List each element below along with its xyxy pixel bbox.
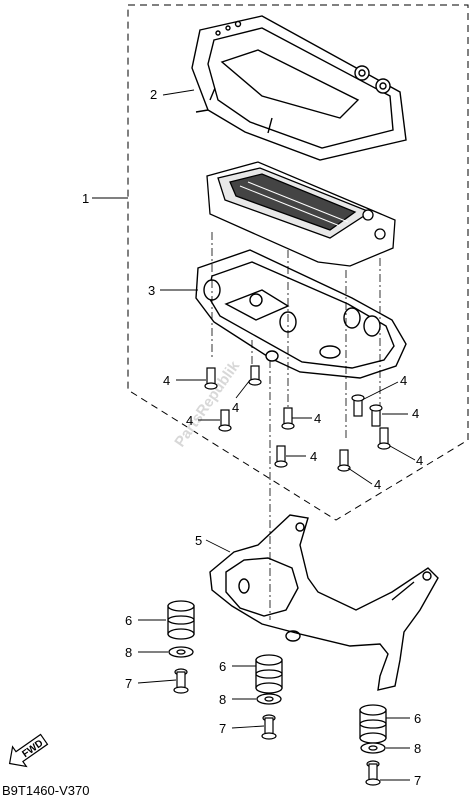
bolts-7[interactable] (173, 668, 381, 786)
screw (337, 449, 351, 472)
callout-3: 3 (148, 283, 155, 298)
callout-6: 6 (414, 711, 421, 726)
bolt (173, 668, 189, 694)
washers-8[interactable] (168, 646, 386, 754)
screw (274, 445, 288, 468)
screw (204, 367, 218, 390)
screw (351, 394, 365, 417)
callout-4: 4 (232, 400, 239, 415)
washer (168, 646, 194, 658)
washer (360, 742, 386, 754)
callout-8: 8 (125, 645, 132, 660)
bolt (261, 714, 277, 740)
callout-6: 6 (219, 659, 226, 674)
callout-7: 7 (219, 721, 226, 736)
meter-case[interactable] (195, 249, 407, 379)
leader-lines (92, 89, 416, 781)
meter-bracket[interactable] (209, 514, 439, 691)
callout-4: 4 (310, 449, 317, 464)
fwd-arrow-icon: FWD (8, 733, 49, 768)
bolt (365, 760, 381, 786)
screw (377, 427, 391, 450)
callout-1: 1 (82, 191, 89, 206)
callout-4: 4 (186, 413, 193, 428)
grommet (167, 600, 195, 640)
washer (256, 693, 282, 705)
callout-labels: 1 2 3 4 4 4 4 4 4 4 4 4 5 6 6 6 7 7 7 8 … (82, 87, 423, 788)
meter-unit[interactable] (206, 161, 396, 267)
screw (218, 409, 232, 432)
screw (281, 407, 295, 430)
callout-5: 5 (195, 533, 202, 548)
grommets-6[interactable] (167, 600, 387, 744)
callout-6: 6 (125, 613, 132, 628)
callout-4: 4 (314, 411, 321, 426)
callout-4: 4 (374, 477, 381, 492)
meter-cover[interactable] (191, 15, 407, 161)
callout-7: 7 (414, 773, 421, 788)
drawing-code: B9T1460-V370 (2, 783, 89, 798)
alignment-lines (211, 232, 381, 620)
screw (369, 404, 383, 427)
callout-8: 8 (414, 741, 421, 756)
assembly-boundary (127, 4, 469, 521)
grommet (359, 704, 387, 744)
callout-4: 4 (400, 373, 407, 388)
callout-4: 4 (412, 406, 419, 421)
callout-7: 7 (125, 676, 132, 691)
callout-4: 4 (416, 453, 423, 468)
callout-4: 4 (163, 373, 170, 388)
callout-2: 2 (150, 87, 157, 102)
callout-8: 8 (219, 692, 226, 707)
screw (248, 365, 262, 386)
grommet (255, 654, 283, 694)
screws-4[interactable] (204, 365, 391, 472)
